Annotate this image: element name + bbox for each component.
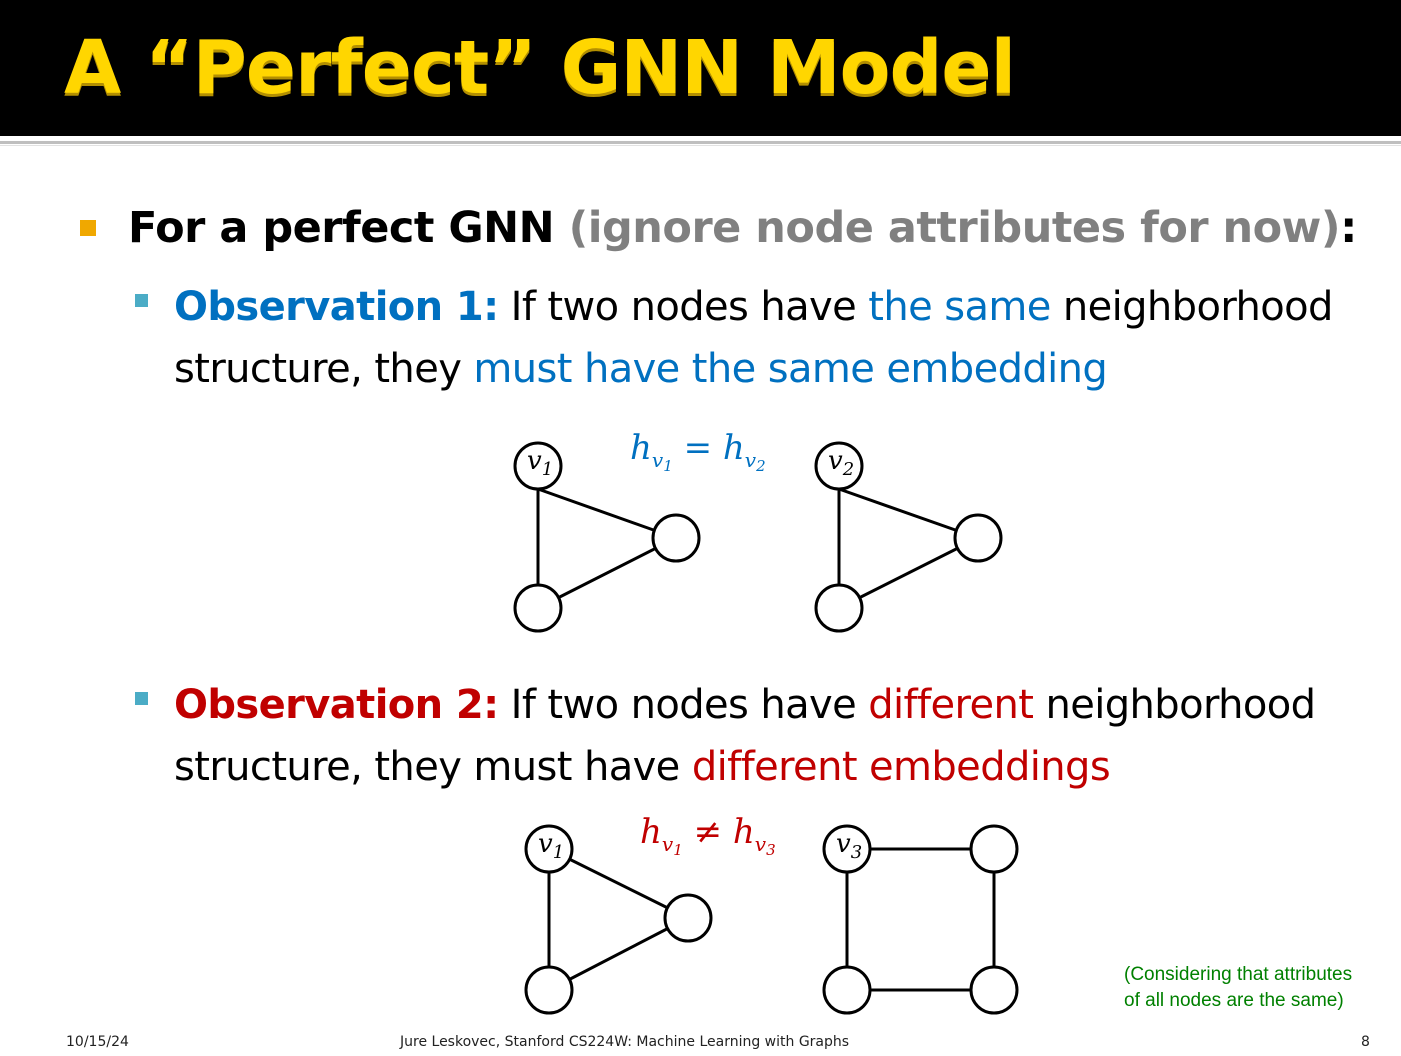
node-label-subscript: 1 <box>552 842 565 863</box>
eq-symbol: h <box>640 812 662 852</box>
graph-square-v3-nodes <box>822 824 1019 1015</box>
bullet-colon: : <box>1340 203 1357 253</box>
eq-subscript: 3 <box>766 841 776 859</box>
eq-subscript: 2 <box>756 457 766 475</box>
observation-2-text: neighborhood structure, they must have <box>174 682 1316 790</box>
eq-symbol: h <box>630 428 652 468</box>
eq-symbol: v <box>754 832 767 856</box>
level2-bullet-icon <box>135 692 148 705</box>
eq-subscript: 1 <box>663 457 673 475</box>
title-divider-shadow <box>0 145 1401 146</box>
attributes-note-line1: (Considering that attributes <box>1124 964 1353 985</box>
eq-symbol: h <box>732 812 755 852</box>
graph-triangle-v1-top-nodes <box>513 441 701 633</box>
perfect-gnn-bold: For a perfect GNN <box>128 203 555 253</box>
footer-date: 10/15/24 <box>66 1034 129 1050</box>
eq-symbol: v <box>651 448 664 472</box>
graph-triangle-v1-bottom-nodes <box>524 824 713 1015</box>
title-divider <box>0 141 1401 144</box>
equation-different-embedding: hv1 ≠ hv3 <box>640 812 776 859</box>
node-label-v2: v2 <box>828 446 854 480</box>
observation-1-label: Observation 1: <box>174 284 499 330</box>
observation-2-text: If two nodes have <box>498 682 869 728</box>
node-label-subscript: 2 <box>842 459 855 480</box>
attributes-note: (Considering that attributes of all nodes… <box>1124 962 1352 1014</box>
attributes-note-line2: of all nodes are the same) <box>1124 990 1344 1011</box>
level2-bullet-icon <box>135 294 148 307</box>
graph-square-v3 <box>845 847 996 992</box>
footer-page-number: 8 <box>1361 1034 1370 1050</box>
title-bar: A “Perfect” GNN Model <box>0 0 1401 136</box>
node-label-subscript: 3 <box>850 842 863 863</box>
eq-subscript: 1 <box>673 841 683 859</box>
node-label-symbol: v <box>527 446 542 476</box>
node-label-symbol: v <box>836 829 851 859</box>
observation-1-text: neighborhood structure, they <box>174 284 1333 392</box>
eq-symbol: v <box>661 832 674 856</box>
observation-1-highlight-embedding: must have the same embedding <box>473 346 1108 392</box>
observation-2-highlight-different: different <box>868 682 1034 728</box>
slide-title: A “Perfect” GNN Model <box>64 25 1016 111</box>
observation-1-text: If two nodes have <box>498 284 869 330</box>
node-label-v3: v3 <box>836 829 862 863</box>
footer-credit: Jure Leskovec, Stanford CS224W: Machine … <box>400 1034 850 1050</box>
node-label-v1-bottom: v1 <box>538 829 564 863</box>
node-label-symbol: v <box>538 829 553 859</box>
node-label-symbol: v <box>828 446 843 476</box>
observation-1: Observation 1: If two nodes have the sam… <box>174 276 1394 400</box>
observation-1-highlight-same: the same <box>868 284 1051 330</box>
equation-same-embedding: hv1 = hv2 <box>630 428 766 475</box>
eq-operator: = <box>683 428 713 468</box>
node-label-v1: v1 <box>527 446 553 480</box>
graph-triangle-v2-nodes <box>814 441 1003 633</box>
node-label-subscript: 1 <box>541 459 554 480</box>
perfect-gnn-bullet: For a perfect GNN (ignore node attribute… <box>128 196 1357 260</box>
eq-symbol: v <box>744 448 757 472</box>
observation-2-label: Observation 2: <box>174 682 499 728</box>
eq-symbol: h <box>722 428 745 468</box>
ignore-attributes-note: (ignore node attributes for now) <box>568 203 1341 253</box>
observation-2-highlight-embeddings: different embeddings <box>691 744 1111 790</box>
eq-operator: ≠ <box>693 812 723 852</box>
level1-bullet-icon <box>80 220 96 236</box>
observation-2: Observation 2: If two nodes have differe… <box>174 674 1394 798</box>
